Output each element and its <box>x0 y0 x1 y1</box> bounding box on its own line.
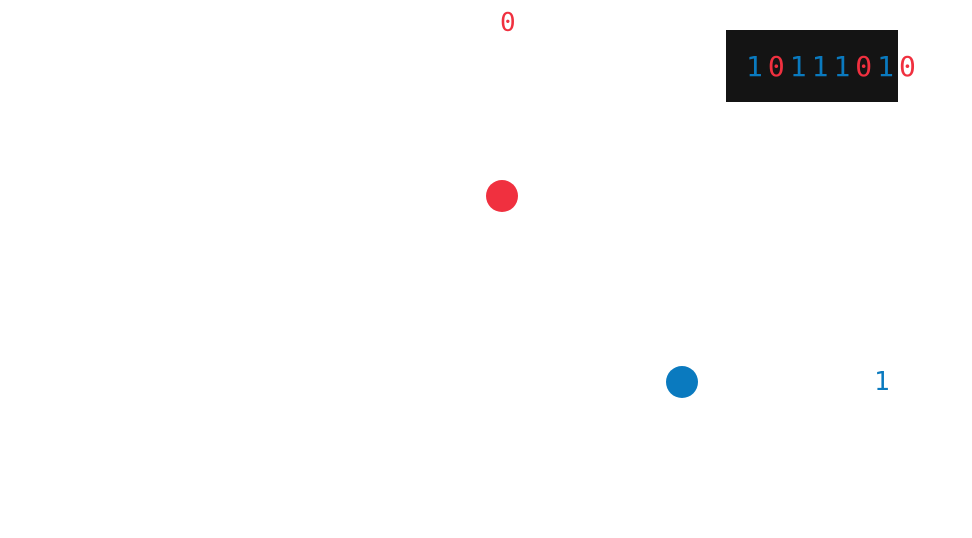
blue-target-dot[interactable] <box>666 366 698 398</box>
sequence-bit: 0 <box>899 50 921 83</box>
one-label: 1 <box>874 367 890 397</box>
sequence-bit: 1 <box>833 50 856 83</box>
bit-sequence: 10111010 <box>746 53 921 81</box>
red-target-dot[interactable] <box>486 180 518 212</box>
sequence-bit: 1 <box>811 50 834 83</box>
sequence-bit: 1 <box>746 50 768 83</box>
sequence-bit: 0 <box>855 50 878 83</box>
bit-sequence-panel: 10111010 <box>726 30 916 102</box>
sequence-bit: 0 <box>767 50 790 83</box>
sequence-bit: 1 <box>877 50 900 83</box>
zero-label: 0 <box>500 8 516 38</box>
sequence-bit: 1 <box>789 50 812 83</box>
